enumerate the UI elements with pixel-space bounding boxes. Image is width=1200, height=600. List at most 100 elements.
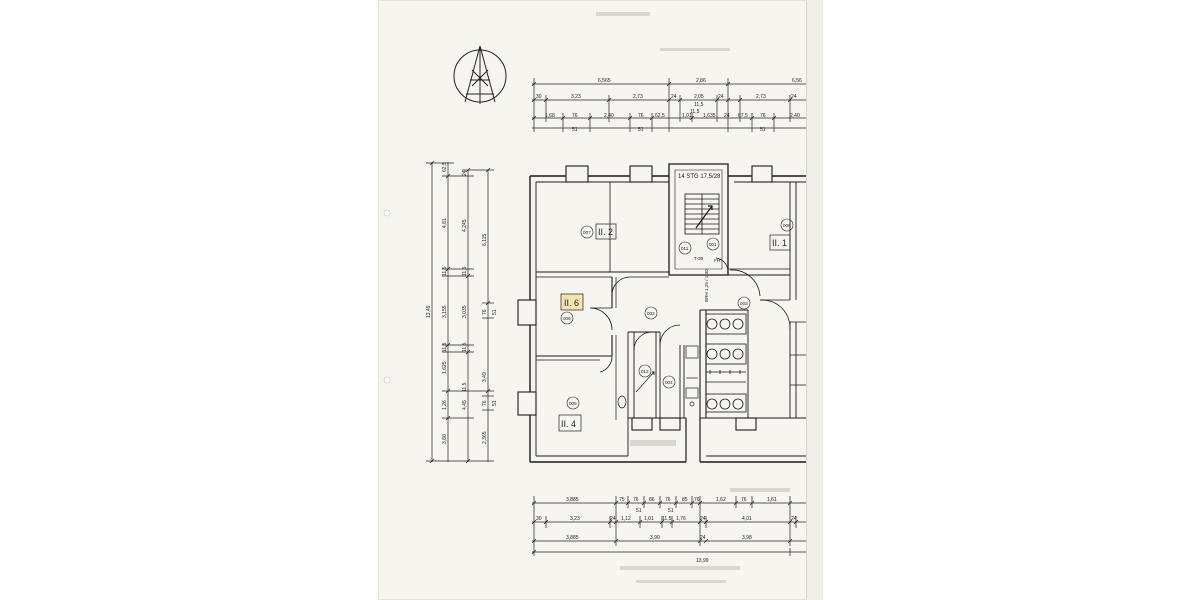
bottom-dim-total: 13,99 xyxy=(696,558,709,564)
top-dim-r2b-1: 11,5 xyxy=(690,109,700,115)
left-dim-c3-3: 11,5 xyxy=(462,266,468,276)
room-code-003: 003 xyxy=(740,301,748,306)
top-dim-r3-11: 2,40 xyxy=(790,113,800,119)
bottom-dimension-chains xyxy=(531,496,806,556)
room-labels: II. 2 II. 1 II. 6 II. 4 xyxy=(558,223,791,432)
floor-plan-walls xyxy=(529,163,806,463)
room-codes xyxy=(560,218,794,410)
bottom-dim-r1-2: 75 xyxy=(619,497,625,503)
left-dim-c3-1: 24 xyxy=(462,170,468,176)
bottom-dim-r2-8: 24 xyxy=(700,516,706,522)
left-dim-c3-8: 4,45 xyxy=(462,400,468,410)
sink-icon xyxy=(685,345,699,407)
doors xyxy=(589,257,791,373)
top-dim-r2-8: 2,73 xyxy=(756,94,766,100)
bottom-dim-r1b-2: 51 xyxy=(668,508,674,514)
top-dim-r4-1: 51 xyxy=(572,127,578,133)
window-note: BRH 1,25 / 1,30 xyxy=(704,269,709,302)
room-code-004: 004 xyxy=(665,380,673,385)
bottom-dim-r2-4: 1,12 xyxy=(621,516,631,522)
left-dim-c3-9: 2,365 xyxy=(482,431,488,444)
room-code-011: 011 xyxy=(681,246,689,251)
left-dim-c3-4: 3,035 xyxy=(462,305,468,318)
left-dim-c2-7: 1,26 xyxy=(442,400,448,410)
left-dim-c4-3: 51 xyxy=(492,309,498,315)
room-name-II6: II. 6 xyxy=(564,298,579,308)
top-dim-r3-7: 1,635 xyxy=(703,113,716,119)
left-dim-c2-4: 3,155 xyxy=(442,305,448,318)
stair-label: 14 STG 17,5/28 xyxy=(678,174,721,180)
bottom-dim-r1-4: 86 xyxy=(649,497,655,503)
top-dim-r3-2: 76 xyxy=(572,113,578,119)
room-code-002: 002 xyxy=(647,311,655,316)
fh-note: FH xyxy=(714,258,720,263)
bottom-dim-r1-7: 76 xyxy=(694,497,700,503)
left-dim-c2-1: 62,5 xyxy=(442,162,448,172)
bottom-dimension-labels: 3,885 75 76 86 76 85 76 1,62 76 1,61 51 … xyxy=(536,497,797,564)
top-dim-r3-10: 76 xyxy=(760,113,766,119)
top-dim-3: 6,56 xyxy=(792,78,802,84)
bottom-dim-r3-1: 3,885 xyxy=(566,535,579,541)
sheet-edge xyxy=(806,0,823,600)
room-code-006: 006 xyxy=(563,316,571,321)
ghost-marks xyxy=(596,12,790,583)
bottom-dim-r1-5: 76 xyxy=(665,497,671,503)
top-dimension-chains xyxy=(531,78,806,132)
bottom-dim-r2-9: 4,01 xyxy=(742,516,752,522)
bottom-dim-r2-6: 11,5 xyxy=(662,516,672,522)
room-code-008: 008 xyxy=(783,223,791,228)
top-dim-r2-9: 24 xyxy=(791,94,797,100)
room-code-007: 007 xyxy=(583,230,591,235)
left-dim-c3-2: 4,245 xyxy=(462,219,468,232)
top-dim-r4-3: 51 xyxy=(760,127,766,133)
top-dim-r2-2: 3,23 xyxy=(571,94,581,100)
toilet-icon xyxy=(617,371,655,409)
top-dimension-labels: 6,565 2,86 6,56 30 3,23 2,73 24 2,05 11,… xyxy=(536,78,802,133)
left-dim-total: 13,49 xyxy=(426,305,432,318)
top-dim-r3-6: 1,01 xyxy=(682,113,692,119)
top-dim-r3-9: 87,5 xyxy=(738,113,748,119)
left-dim-c2-5: 11,5 xyxy=(442,342,448,352)
room-name-II4: II. 4 xyxy=(561,419,576,429)
top-dim-r3-4: 76 xyxy=(638,113,644,119)
top-dim-r2-5: 2,05 xyxy=(694,94,704,100)
punch-holes xyxy=(383,209,391,384)
north-arrow-icon xyxy=(453,45,507,104)
top-dim-r2-1: 30 xyxy=(536,94,542,100)
meter-cluster xyxy=(705,313,747,413)
room-name-II1: II. 1 xyxy=(772,238,787,248)
bottom-dim-r1-8: 1,62 xyxy=(716,497,726,503)
left-dim-c2-3: 11,5 xyxy=(442,266,448,276)
bottom-dim-r2-7: 1,76 xyxy=(676,516,686,522)
left-dim-c4-4: 76 xyxy=(482,400,488,406)
left-dimension-chains xyxy=(426,160,494,464)
top-dim-r2-3: 2,73 xyxy=(633,94,643,100)
top-dim-2: 2,86 xyxy=(696,78,706,84)
top-dim-r2-4: 24 xyxy=(671,94,677,100)
left-dim-c3-6: 3,49 xyxy=(482,372,488,382)
left-dim-c3-5: 11,5 xyxy=(462,342,468,352)
plan-notes: 14 STG 17,5/28 T-30 FH BRH 1,25 / 1,30 xyxy=(678,174,721,302)
window-boxes xyxy=(517,165,773,431)
bottom-dim-r1-1: 3,885 xyxy=(566,497,579,503)
top-dim-r3-1: 1,68 xyxy=(545,113,555,119)
bottom-dim-r2-1: 30 xyxy=(536,516,542,522)
bottom-dim-r2-10: 24 xyxy=(791,516,797,522)
top-dim-r3-5: 62,5 xyxy=(655,113,665,119)
top-dim-r4-2: 51 xyxy=(638,127,644,133)
left-dimension-labels: 13,49 62,5 4,81 11,5 3,155 11,5 1,625 1,… xyxy=(426,162,498,444)
room-code-005: 005 xyxy=(569,401,577,406)
left-dim-c2-6: 1,625 xyxy=(442,361,448,374)
bottom-dim-r1-9: 76 xyxy=(741,497,747,503)
left-dim-c3-7: 11,5 xyxy=(462,382,468,392)
bottom-dim-r2-2: 3,23 xyxy=(570,516,580,522)
bottom-dim-r1-10: 1,61 xyxy=(767,497,777,503)
room-code-labels: 007 008 006 005 011 001 002 003 004 012 xyxy=(563,223,791,406)
bottom-dim-r3-2: 3,90 xyxy=(650,535,660,541)
bottom-dim-r3-4: 3,98 xyxy=(742,535,752,541)
room-code-001: 001 xyxy=(709,242,717,247)
left-dim-c4-2: 76 xyxy=(482,309,488,315)
bottom-dim-r2-5: 1,01 xyxy=(644,516,654,522)
room-code-012: 012 xyxy=(641,369,649,374)
left-dim-c2-2: 4,81 xyxy=(442,218,448,228)
